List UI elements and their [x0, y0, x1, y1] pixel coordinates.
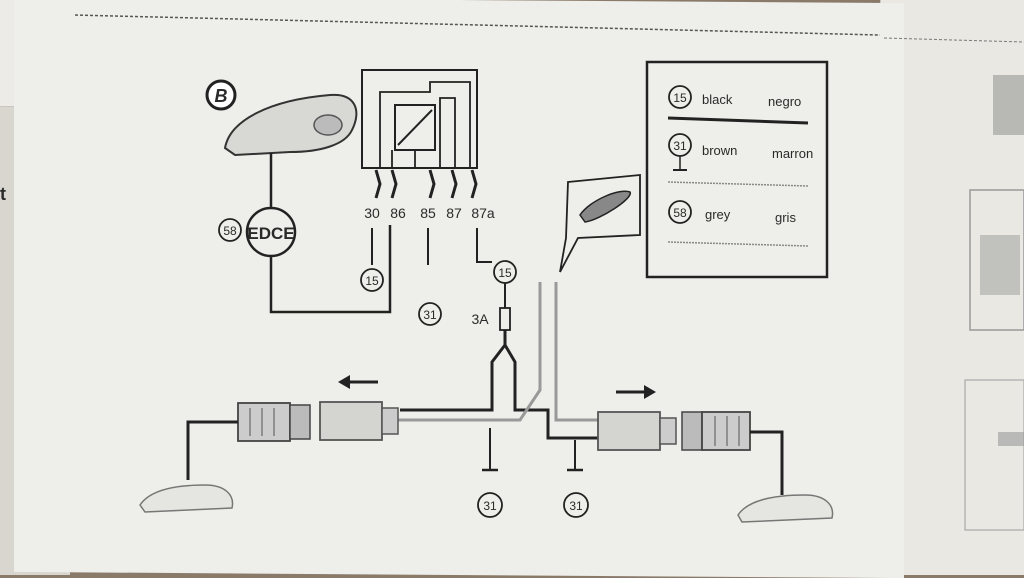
svg-text:31: 31: [673, 139, 687, 153]
legend-row-15: 15 black negro: [667, 85, 809, 125]
relay-pin-labels: 30 86 85 87 87a: [364, 205, 495, 221]
fuse-icon: [499, 307, 511, 331]
diagram-badge: B: [205, 79, 237, 111]
left-fog-lamp-icon: [139, 484, 234, 513]
switch-wire: [269, 225, 392, 314]
legend-color-es: negro: [768, 94, 801, 109]
legend-color-en: brown: [702, 143, 737, 158]
ground-code-right: 31: [563, 492, 589, 518]
pin-87a-label: 87a: [471, 205, 495, 221]
wire-code-31-ground: 31: [418, 302, 442, 326]
svg-text:15: 15: [498, 266, 512, 280]
grey-wire-left: [345, 282, 542, 422]
pin-87-label: 87: [446, 205, 462, 221]
headlamp-icon: [223, 93, 358, 157]
pin-30-label: 30: [364, 205, 380, 221]
pin-87a-wire: [476, 228, 492, 263]
svg-text:31: 31: [423, 308, 437, 322]
adjacent-page-figures: [883, 37, 1024, 531]
relay-icon: [361, 69, 478, 169]
legend-color-en: black: [702, 92, 733, 107]
legend-color-es: gris: [775, 210, 796, 225]
legend-row-31: 31 brown marron: [667, 133, 813, 187]
switch-label: EDCE: [247, 224, 294, 243]
legend-row-58: 58 grey gris: [667, 200, 809, 247]
callout-bubble: [559, 174, 641, 273]
fuse-rating: 3A: [471, 311, 489, 327]
wire-code-58: 58: [218, 218, 242, 242]
svg-text:31: 31: [483, 499, 497, 513]
badge-letter: B: [215, 86, 228, 106]
edge-letter: t: [0, 184, 6, 204]
right-feed-wire: [503, 344, 598, 440]
pin-85-label: 85: [420, 205, 436, 221]
left-connector: [237, 401, 399, 442]
arrow-right-icon: [616, 385, 656, 399]
svg-text:58: 58: [673, 206, 687, 220]
left-lamp-wire: [186, 420, 238, 480]
right-connector: [597, 411, 751, 451]
legend-color-es: marron: [772, 146, 813, 161]
svg-text:31: 31: [569, 499, 583, 513]
fuse-wire-code: 15: [493, 260, 517, 284]
wire-code-15-pin30: 15: [360, 268, 384, 292]
left-feed-wire: [400, 330, 507, 412]
legend-color-en: grey: [705, 207, 731, 222]
light-switch: EDCE: [245, 206, 297, 258]
right-fog-lamp-icon: [737, 494, 834, 523]
svg-text:15: 15: [365, 274, 379, 288]
svg-text:58: 58: [223, 224, 237, 238]
svg-text:15: 15: [673, 91, 687, 105]
relay-pins: [374, 169, 478, 199]
wire-color-legend: 15 black negro 31 brown marron 58 grey g…: [645, 60, 829, 279]
arrow-left-icon: [338, 375, 378, 389]
ground-code-left: 31: [477, 492, 503, 518]
right-lamp-wire: [750, 430, 784, 495]
page-top-rule: [74, 14, 881, 36]
pin-86-label: 86: [390, 205, 406, 221]
grey-wire-right: [554, 282, 600, 422]
